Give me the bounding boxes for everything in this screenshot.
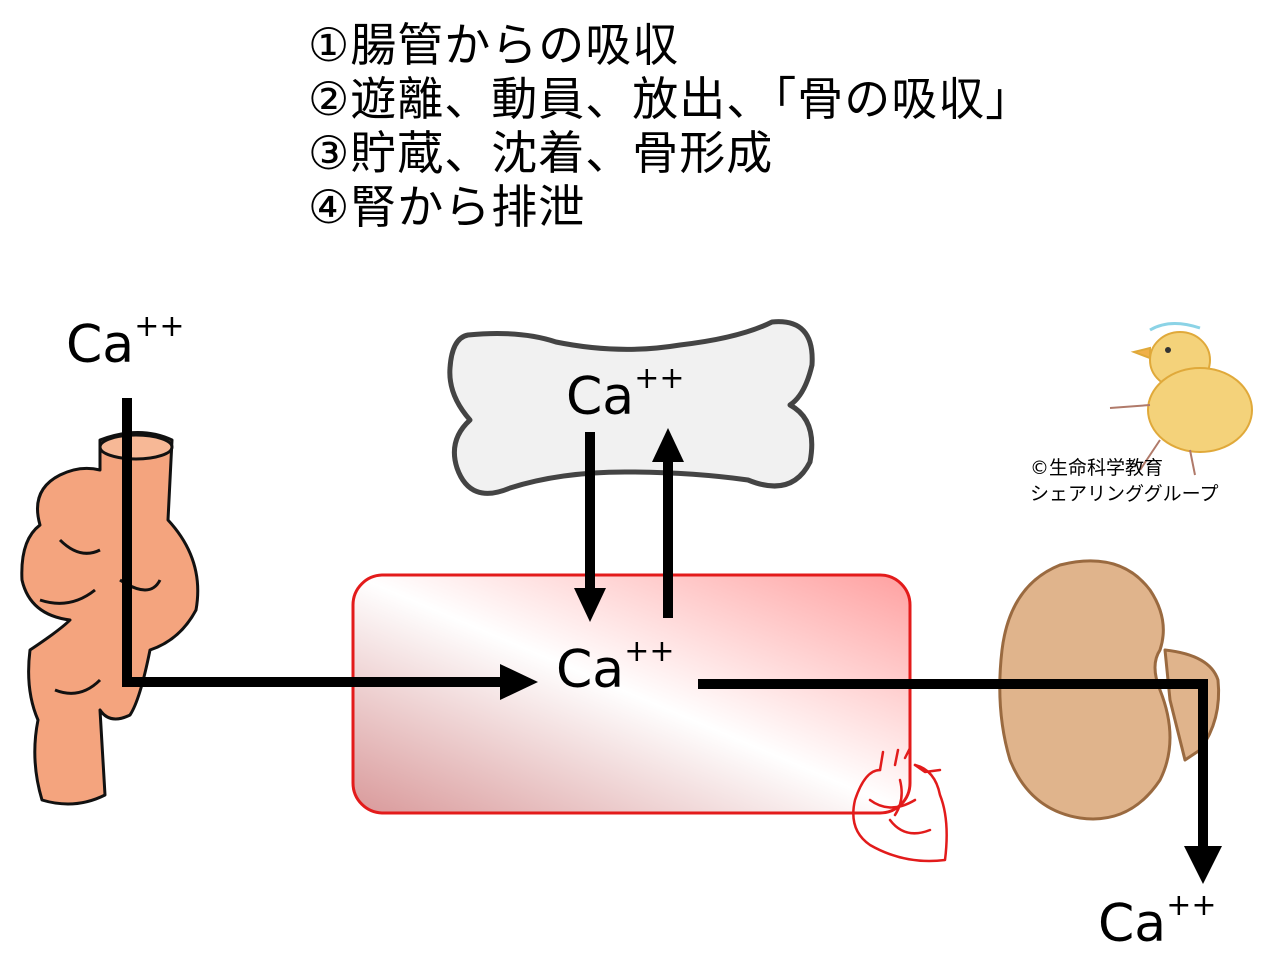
ca-label-excreted: Ca++	[1098, 888, 1217, 954]
credit-line-1: ©生命科学教育	[1030, 457, 1164, 479]
deposition-arrowhead	[574, 588, 606, 622]
list-item: ④腎から排泄	[308, 180, 586, 234]
blood-box	[351, 573, 912, 815]
process-list: ①腸管からの吸収 ②遊離、動員、放出、「骨の吸収」 ③貯蔵、沈着、骨形成 ④腎か…	[308, 18, 1032, 234]
bone-illustration	[447, 319, 815, 496]
absorption-path	[122, 398, 500, 687]
chick-illustration	[1109, 322, 1253, 476]
excretion-path	[698, 679, 1208, 848]
ca-label-bone: Ca++	[566, 361, 685, 427]
heart-icon	[852, 746, 948, 863]
kidney-illustration	[998, 559, 1221, 821]
list-item: ①腸管からの吸収	[308, 18, 680, 72]
release-arrowhead	[652, 428, 684, 462]
excretion-arrowhead	[1184, 846, 1222, 884]
absorption-arrowhead	[500, 664, 538, 700]
list-item: ③貯蔵、沈着、骨形成	[308, 126, 774, 180]
flow-arrows	[122, 398, 1208, 848]
intestine-illustration	[20, 431, 200, 806]
credit-text: ©生命科学教育 シェアリンググループ	[1030, 455, 1218, 507]
ca-label-intestine: Ca++	[66, 309, 185, 375]
ca-label-blood: Ca++	[556, 634, 675, 700]
list-item: ②遊離、動員、放出、「骨の吸収」	[308, 72, 1033, 126]
credit-line-2: シェアリンググループ	[1030, 483, 1219, 505]
